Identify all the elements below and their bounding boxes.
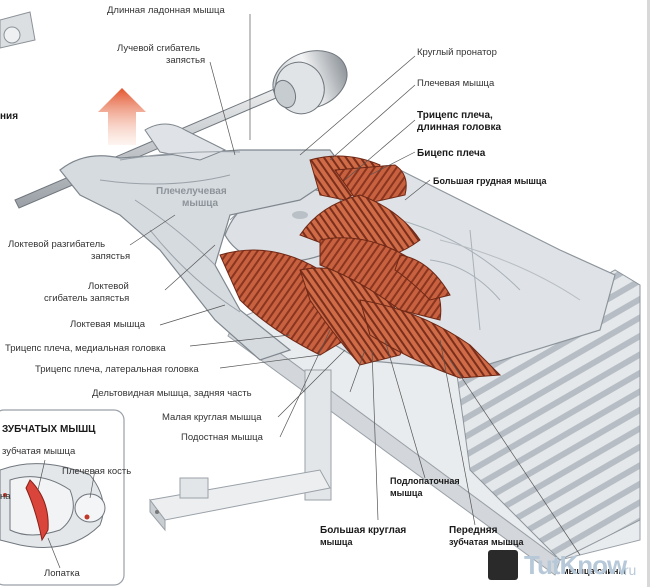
label-ulnar-extensor-2: запястья [91,251,131,262]
inset-title: ЗУБЧАТЫХ МЫШЦ [2,424,96,435]
label-ulnar-flexor-2: сгибатель запястья [44,293,130,304]
label-teres-minor: Малая круглая мышца [162,412,262,423]
label-radial-flexor-1: Лучевой сгибатель [117,43,201,54]
leader-lines [129,14,581,556]
label-latissimus: мышца спины [562,566,627,576]
logo-icon [488,550,518,580]
muscles-highlighted [219,155,502,379]
label-brachioradialis-2: мышца [182,198,219,209]
label-radial-flexor-2: запястья [166,55,206,66]
label-brachioradialis-1: Плечелучевая [156,186,227,197]
label-serratus-2: зубчатая мышца [449,537,524,547]
logo-brand: TutKnow [524,550,627,580]
logo-tld: .ru [620,562,637,578]
label-triceps-long-1: Трицепс плеча, [417,110,493,121]
label-pronator-teres: Круглый пронатор [417,47,497,58]
inset-label-humerus: Плечевая кость [62,466,132,477]
label-long-palmar: Длинная ладонная мышца [107,5,225,16]
frame-border [647,0,650,587]
label-teres-major-2: мышца [320,537,353,547]
label-biceps: Бицепс плеча [417,148,486,159]
label-subscapularis-1: Подлопаточная [390,476,460,486]
label-ulnar-extensor-1: Локтевой разгибатель [8,239,106,250]
inset-diagram [0,409,125,586]
arm [59,123,346,361]
label-ulnar-flexor-1: Локтевой [88,281,129,292]
label-triceps-lateral: Трицепс плеча, латеральная головка [35,364,199,375]
label-deltoid-posterior: Дельтовидная мышца, задняя часть [92,388,252,399]
label-pectoralis-major: Большая грудная мышца [433,176,547,186]
label-cut-left: ния [0,111,19,122]
label-serratus-1: Передняя [449,525,498,536]
inset-label-cut: на [0,491,11,502]
inset-label-scapula: Лопатка [44,568,80,579]
label-brachialis: Плечевая мышца [417,78,495,89]
label-triceps-long-2: длинная головка [417,122,502,133]
label-teres-major-1: Большая круглая [320,525,407,536]
site-logo[interactable]: TutKnow .ru [488,548,648,584]
label-infraspinatus: Подостная мышца [181,432,263,443]
label-triceps-medial: Трицепс плеча, медиальная головка [5,343,166,354]
label-subscapularis-2: мышца [390,488,423,498]
inset-label-serratus: зубчатая мышца [2,446,76,457]
label-anconeus: Локтевая мышца [70,319,146,330]
up-arrow-icon [98,88,146,145]
